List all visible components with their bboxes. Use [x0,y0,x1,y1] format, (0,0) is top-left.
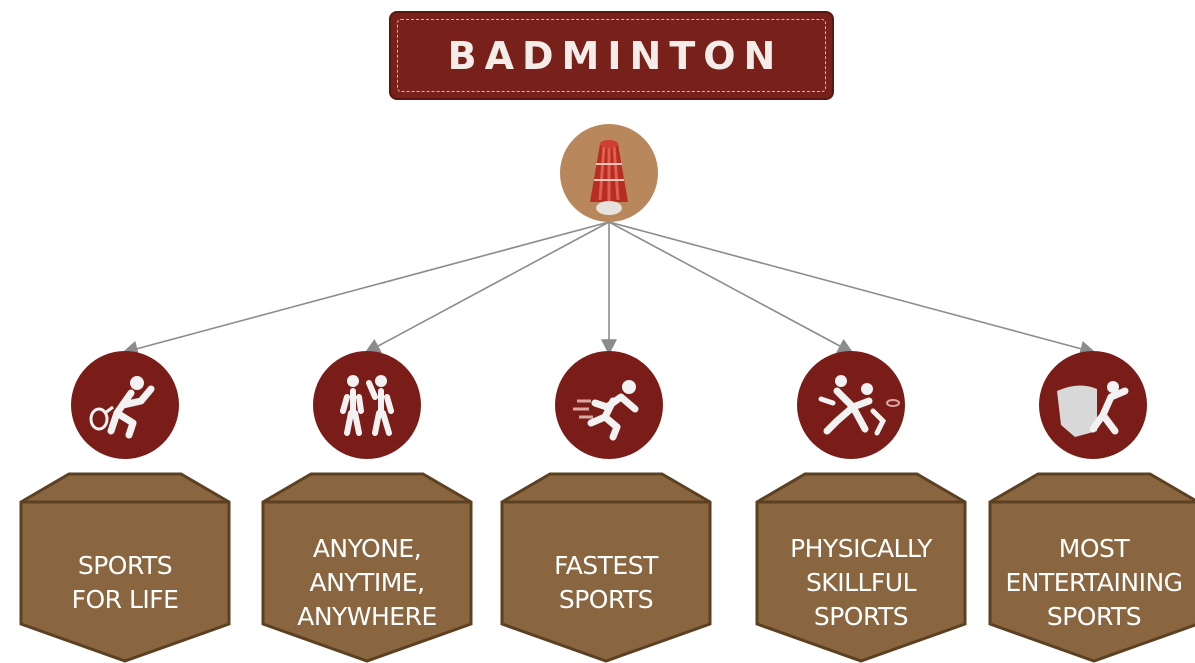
connector-arrow-1 [121,221,610,357]
shuttlecock-icon [590,140,628,215]
node-box-3: FASTEST SPORTS [500,472,712,663]
connector-arrow-5 [608,221,1097,357]
title-frame: BADMINTON [397,19,826,92]
node-label-5: MOST ENTERTAINING SPORTS [1005,533,1183,631]
node-box-shape [500,472,712,663]
title-banner: BADMINTON [389,11,834,100]
connector-arrow-4 [608,221,854,354]
wrestling-icon [818,375,900,436]
sprinter-icon [573,380,639,441]
node-circle-5 [1039,351,1147,459]
hub-circle [560,124,658,222]
node-box-shape [755,472,967,663]
node-label-3: FASTEST SPORTS [554,550,658,614]
node-box-4: PHYSICALLY SKILLFUL SPORTS [755,472,967,663]
node-box-2: ANYONE, ANYTIME, ANYWHERE [261,472,473,663]
node-box-5: MOST ENTERTAINING SPORTS [988,472,1195,663]
node-box-1: SPORTS FOR LIFE [19,472,231,663]
node-circle-1 [71,351,179,459]
node-circle-2 [313,351,421,459]
node-box-shape [261,472,473,663]
badminton-player-icon [89,376,155,439]
node-label-1: SPORTS FOR LIFE [71,550,179,614]
node-circle-4 [797,351,905,459]
node-label-4: PHYSICALLY SKILLFUL SPORTS [790,533,932,631]
two-people-icon [340,375,394,436]
node-box-shape [19,472,231,663]
connector-arrow-2 [364,221,610,354]
page-title: BADMINTON [447,33,784,78]
performer-icon [1057,381,1129,437]
node-box-shape [988,472,1195,663]
node-circle-3 [555,351,663,459]
node-label-2: ANYONE, ANYTIME, ANYWHERE [297,533,437,631]
